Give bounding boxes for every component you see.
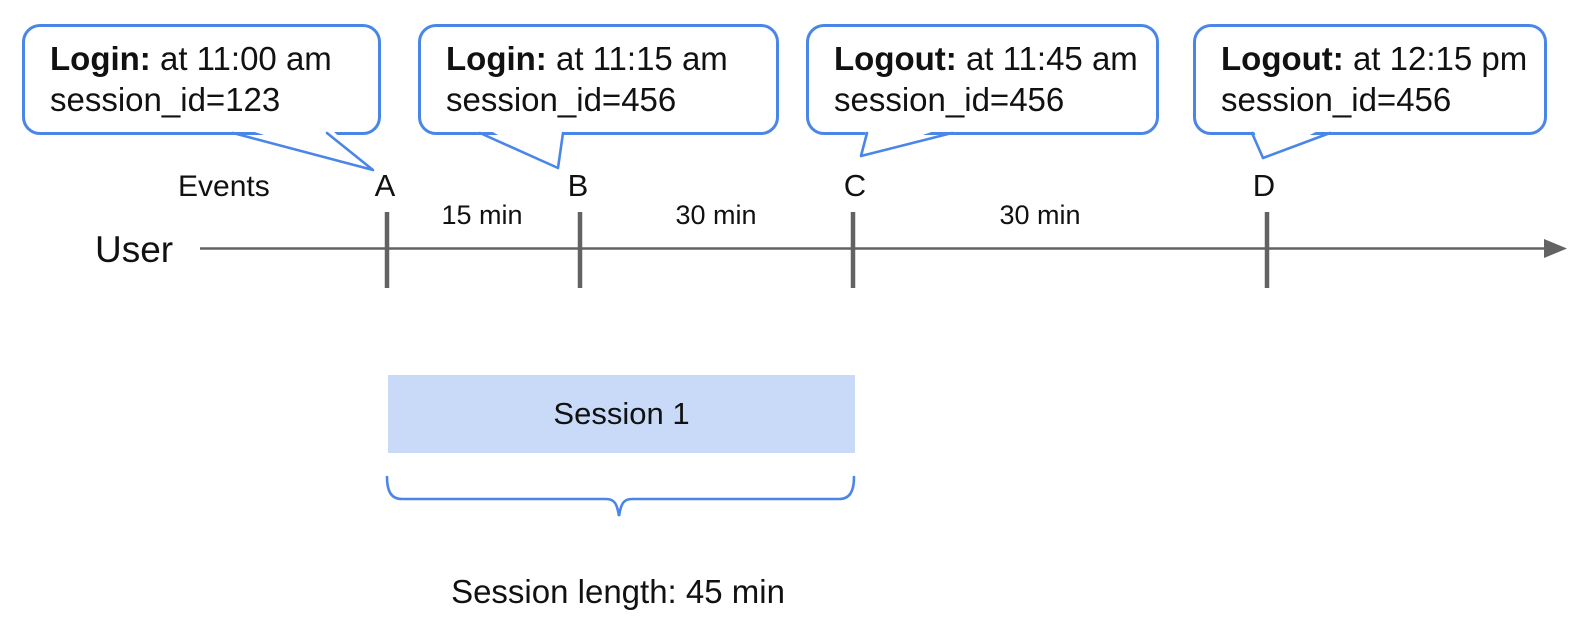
callout-time: at 11:45 am: [956, 40, 1138, 77]
callout-session-id: session_id=123: [50, 81, 281, 118]
event-marker-d: D: [1252, 168, 1276, 203]
callout-session-id: session_id=456: [1221, 81, 1452, 118]
callout-line1: Login: at 11:15 am: [446, 38, 762, 79]
callout-login-b: Login: at 11:15 am session_id=456: [418, 24, 779, 135]
callout-event-type: Login:: [446, 40, 547, 77]
callout-time: at 12:15 pm: [1343, 40, 1528, 77]
event-marker-b: B: [567, 168, 589, 203]
callout-event-type: Logout:: [1221, 40, 1344, 77]
interval-label-ab: 15 min: [441, 200, 523, 230]
callout-time: at 11:00 am: [150, 40, 332, 77]
callout-line1: Logout: at 11:45 am: [834, 38, 1142, 79]
session-box-label: Session 1: [553, 396, 690, 431]
interval-label-cd: 30 min: [999, 200, 1081, 230]
callout-session-id: session_id=456: [446, 81, 677, 118]
interval-label-bc: 30 min: [675, 200, 757, 230]
callout-login-a: Login: at 11:00 am session_id=123: [22, 24, 381, 135]
callout-event-type: Logout:: [834, 40, 957, 77]
event-marker-a: A: [374, 168, 396, 203]
user-axis-label: User: [95, 229, 174, 270]
callout-line1: Login: at 11:00 am: [50, 38, 364, 79]
callout-logout-d: Logout: at 12:15 pm session_id=456: [1193, 24, 1547, 135]
timeline-arrowhead-icon: [1544, 239, 1567, 258]
callout-logout-c: Logout: at 11:45 am session_id=456: [806, 24, 1159, 135]
callout-time: at 11:15 am: [546, 40, 728, 77]
callout-session-id: session_id=456: [834, 81, 1065, 118]
session-length-brace: [385, 475, 856, 517]
callout-event-type: Login:: [50, 40, 151, 77]
session-box: Session 1: [388, 375, 855, 453]
event-marker-c: C: [843, 168, 867, 203]
events-axis-label: Events: [178, 170, 270, 203]
callout-line1: Logout: at 12:15 pm: [1221, 38, 1530, 79]
session-length-label: Session length: 45 min: [451, 573, 785, 610]
